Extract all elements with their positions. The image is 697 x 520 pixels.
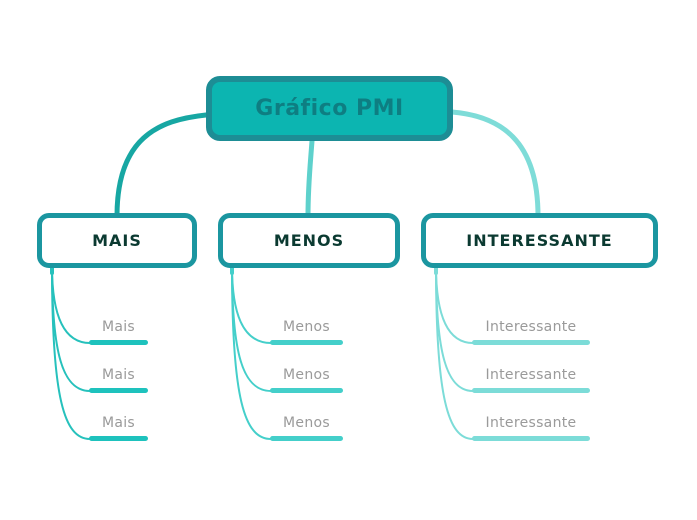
leaf-item-mais-1[interactable]: Mais [89,318,148,345]
leaf-connector-mais-3 [51,265,91,440]
leaf-item-menos-2[interactable]: Menos [270,366,343,393]
leaf-label: Mais [101,415,136,431]
branch-node-label: MAIS [92,231,142,250]
leaf-item-interessante-3[interactable]: Interessante [472,414,590,441]
branch-node-mais[interactable]: MAIS [37,213,197,268]
leaf-connector-menos-1 [231,265,272,344]
connector-root-to-menos [305,138,315,219]
leaf-label: Interessante [485,319,577,335]
leaf-underline-bar [270,340,343,345]
leaf-underline-bar [472,340,590,345]
root-node[interactable]: Gráfico PMI [206,76,453,141]
leaf-connector-menos-2 [231,265,272,392]
leaf-item-interessante-2[interactable]: Interessante [472,366,590,393]
leaf-underline-bar [270,388,343,393]
leaf-connector-menos-3 [231,265,272,440]
branch-node-label: INTERESSANTE [466,231,613,250]
leaf-label: Menos [283,367,330,383]
connector-root-to-interessante [449,109,541,219]
leaf-connector-interessante-1 [435,265,474,344]
leaf-item-menos-1[interactable]: Menos [270,318,343,345]
leaf-underline-bar [472,388,590,393]
leaf-label: Mais [101,367,136,383]
leaf-item-mais-2[interactable]: Mais [89,366,148,393]
leaf-underline-bar [89,436,148,441]
leaf-label: Menos [283,415,330,431]
leaf-label: Interessante [485,367,577,383]
leaf-underline-bar [89,388,148,393]
leaf-underline-bar [270,436,343,441]
branch-node-interessante[interactable]: INTERESSANTE [421,213,658,268]
leaf-connector-interessante-3 [435,265,474,440]
connector-root-to-mais [114,112,209,219]
leaf-item-menos-3[interactable]: Menos [270,414,343,441]
branch-node-menos[interactable]: MENOS [218,213,400,268]
leaf-connector-interessante-2 [435,265,474,392]
root-node-label: Gráfico PMI [255,96,404,121]
leaf-connector-mais-2 [51,265,91,392]
leaf-label: Menos [283,319,330,335]
leaf-underline-bar [472,436,590,441]
leaf-label: Interessante [485,415,577,431]
branch-node-label: MENOS [273,231,345,250]
leaf-item-mais-3[interactable]: Mais [89,414,148,441]
leaf-connector-mais-1 [51,265,91,344]
leaf-underline-bar [89,340,148,345]
leaf-item-interessante-1[interactable]: Interessante [472,318,590,345]
leaf-label: Mais [101,319,136,335]
